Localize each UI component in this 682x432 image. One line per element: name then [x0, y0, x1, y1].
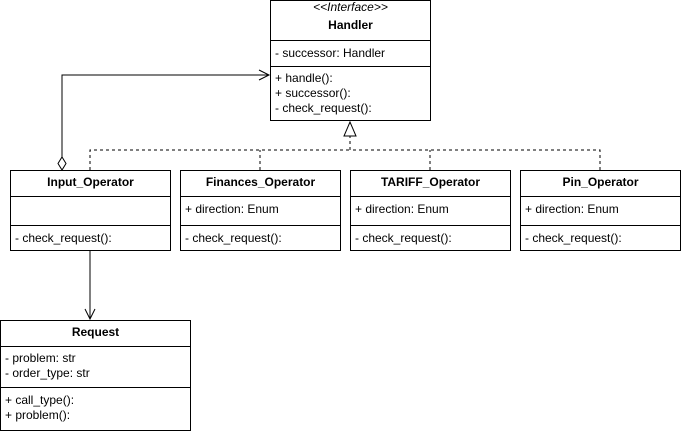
- input-operator-attributes: [11, 196, 170, 225]
- request-method: + call_type():: [5, 393, 75, 407]
- request-attribute: - order_type: str: [5, 366, 90, 380]
- handler-class: <<Interface>> Handler - successor: Handl…: [270, 0, 431, 121]
- pin-operator-name: Pin_Operator: [562, 175, 639, 189]
- input-operator-methods: - check_request():: [11, 225, 170, 250]
- handler-attribute: - successor: Handler: [275, 46, 386, 60]
- realization-connectors: [89, 136, 601, 170]
- finances-operator-class: Finances_Operator + direction: Enum - ch…: [180, 170, 341, 251]
- realization-line-input: [89, 149, 350, 170]
- pin-operator-attribute: + direction: Enum: [525, 202, 619, 216]
- tariff-operator-attributes: + direction: Enum: [351, 196, 510, 225]
- handler-stereotype: <<Interface>>: [313, 0, 388, 14]
- request-name: Request: [71, 325, 120, 339]
- pin-operator-attributes: + direction: Enum: [521, 196, 680, 225]
- finances-operator-attributes: + direction: Enum: [181, 196, 340, 225]
- input-operator-method: - check_request():: [15, 231, 112, 245]
- handler-method: - check_request():: [275, 101, 372, 115]
- handler-methods: + handle(): + successor(): - check_reque…: [271, 66, 430, 120]
- aggregation-arrowhead: [258, 69, 271, 81]
- request-methods: + call_type(): + problem():: [1, 387, 190, 430]
- tariff-operator-class: TARIFF_Operator + direction: Enum - chec…: [350, 170, 511, 251]
- pin-operator-methods: - check_request():: [521, 225, 680, 250]
- tariff-operator-name: TARIFF_Operator: [380, 175, 481, 189]
- realization-line-pin: [350, 149, 601, 170]
- handler-attributes: - successor: Handler: [271, 40, 430, 66]
- request-method: + problem():: [5, 408, 71, 422]
- tariff-operator-method: - check_request():: [355, 231, 452, 245]
- request-attributes: - problem: str - order_type: str: [1, 346, 190, 387]
- finances-operator-methods: - check_request():: [181, 225, 340, 250]
- pin-operator-class: Pin_Operator + direction: Enum - check_r…: [520, 170, 681, 251]
- finances-operator-method: - check_request():: [185, 231, 282, 245]
- request-class: Request - problem: str - order_type: str…: [0, 320, 191, 431]
- handler-method: + handle():: [275, 71, 333, 85]
- finances-operator-name: Finances_Operator: [205, 175, 316, 189]
- tariff-operator-attribute: + direction: Enum: [355, 202, 449, 216]
- realization-triangle: [343, 120, 357, 137]
- handler-name: Handler: [328, 18, 373, 32]
- input-operator-class: Input_Operator - check_request():: [10, 170, 171, 251]
- association-arrowhead: [84, 308, 96, 321]
- handler-header: <<Interface>> Handler: [271, 1, 430, 40]
- pin-operator-method: - check_request():: [525, 231, 622, 245]
- request-attribute: - problem: str: [5, 351, 76, 365]
- finances-operator-attribute: + direction: Enum: [185, 202, 279, 216]
- input-operator-name: Input_Operator: [47, 175, 134, 189]
- handler-method: + successor():: [275, 86, 351, 100]
- aggregation-diamond: [57, 156, 67, 171]
- aggregation-connector: [61, 74, 269, 157]
- tariff-operator-methods: - check_request():: [351, 225, 510, 250]
